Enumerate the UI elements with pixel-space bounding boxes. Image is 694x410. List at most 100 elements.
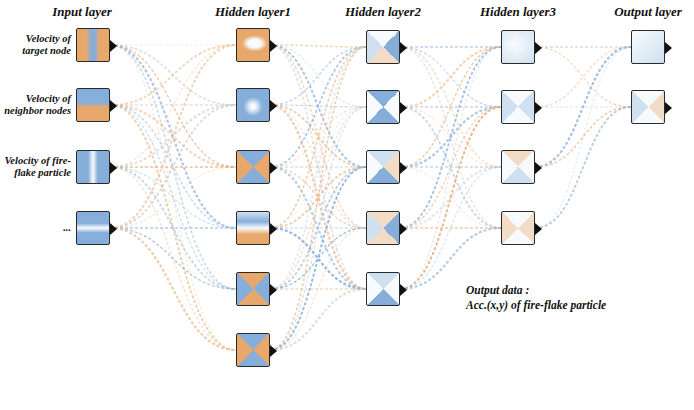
output-marker — [270, 100, 277, 112]
neuron — [366, 211, 400, 245]
weight-connection — [400, 107, 501, 289]
weight-connection — [110, 105, 236, 289]
output-marker — [665, 102, 672, 114]
input-neuron: Velocity of target node — [76, 28, 110, 62]
weight-connection — [400, 47, 501, 107]
output-marker — [665, 42, 672, 54]
weight-connection — [270, 45, 366, 167]
output-marker — [535, 162, 542, 174]
neuron — [501, 211, 535, 245]
neuron — [366, 90, 400, 124]
weight-connection — [270, 228, 366, 350]
weight-connection — [270, 107, 366, 350]
output-marker — [270, 162, 277, 174]
neuron — [631, 90, 665, 124]
output-marker — [270, 284, 277, 296]
neuron — [631, 30, 665, 64]
neuron — [501, 30, 535, 64]
output-marker — [400, 284, 407, 296]
weight-connection — [535, 47, 631, 167]
neuron — [236, 28, 270, 62]
output-marker — [400, 162, 407, 174]
weight-connection — [270, 47, 366, 289]
neuron — [236, 150, 270, 184]
weight-connection — [110, 104, 236, 105]
weight-connection — [110, 167, 236, 228]
output-marker — [270, 40, 277, 52]
layer-heading: Hidden layer1 — [215, 4, 291, 20]
neuron — [501, 150, 535, 184]
layer-heading: Input layer — [52, 4, 112, 20]
weight-connection — [535, 47, 631, 228]
output-marker — [270, 345, 277, 357]
weight-connection — [110, 167, 236, 289]
weight-connection — [110, 45, 236, 289]
weight-connection — [110, 45, 236, 228]
weight-connection — [110, 45, 236, 105]
weight-connection — [270, 105, 366, 167]
weight-connection — [535, 107, 631, 167]
layer-heading: Output layer — [614, 4, 682, 20]
layer-heading: Hidden layer2 — [345, 4, 421, 20]
weight-connection — [110, 167, 236, 350]
weight-connection — [110, 45, 236, 228]
weight-connection — [400, 47, 501, 167]
weight-connection — [110, 105, 236, 228]
output-marker — [110, 162, 117, 174]
neuron — [366, 150, 400, 184]
weight-connection — [110, 105, 236, 350]
weight-connection — [110, 45, 236, 167]
neuron — [236, 272, 270, 306]
input-neuron: Velocity of neighbor nodes — [76, 88, 110, 122]
weight-connection — [270, 47, 366, 350]
output-marker — [270, 223, 277, 235]
weight-connection — [110, 167, 236, 228]
weight-connection — [400, 167, 501, 228]
weight-connection — [270, 47, 366, 105]
output-note: Acc.(x,y) of fire-flake particle — [466, 299, 606, 311]
weight-connection — [110, 45, 236, 350]
neuron — [236, 88, 270, 122]
weight-connection — [110, 228, 236, 350]
output-marker — [110, 40, 117, 52]
weight-connection — [110, 45, 236, 167]
weight-connection — [270, 289, 366, 350]
layer-heading: Hidden layer3 — [480, 4, 556, 20]
neuron — [366, 30, 400, 64]
input-label: Velocity of neighbor nodes — [1, 93, 71, 117]
weight-connection — [110, 227, 236, 229]
weight-connection — [400, 167, 501, 289]
weight-connection — [110, 45, 236, 46]
input-neuron: ... — [76, 211, 110, 245]
weight-connection — [400, 107, 501, 167]
weight-connection — [400, 228, 501, 289]
output-marker — [110, 223, 117, 235]
weight-connection — [270, 45, 366, 289]
weight-connection — [110, 105, 236, 228]
input-label: Velocity of fire-flake particle — [1, 155, 71, 179]
output-marker — [400, 42, 407, 54]
output-marker — [110, 100, 117, 112]
weight-connection — [400, 107, 501, 167]
output-note: Output data : — [466, 284, 529, 296]
neuron — [236, 333, 270, 367]
weight-connection — [270, 47, 366, 167]
weight-connection — [270, 107, 366, 167]
weight-connection — [400, 227, 501, 229]
neuron — [366, 272, 400, 306]
output-marker — [400, 223, 407, 235]
weight-connection — [400, 47, 501, 107]
weight-connection — [270, 45, 366, 47]
weight-connection — [270, 45, 366, 107]
neuron — [236, 211, 270, 245]
weight-connection — [400, 167, 501, 228]
weight-connection — [535, 107, 631, 228]
weight-connection — [110, 228, 236, 289]
input-label: ... — [1, 222, 71, 234]
input-label: Velocity of target node — [1, 33, 71, 57]
weight-connection — [400, 47, 501, 289]
output-marker — [535, 42, 542, 54]
weight-connection — [400, 46, 501, 48]
output-marker — [535, 223, 542, 235]
